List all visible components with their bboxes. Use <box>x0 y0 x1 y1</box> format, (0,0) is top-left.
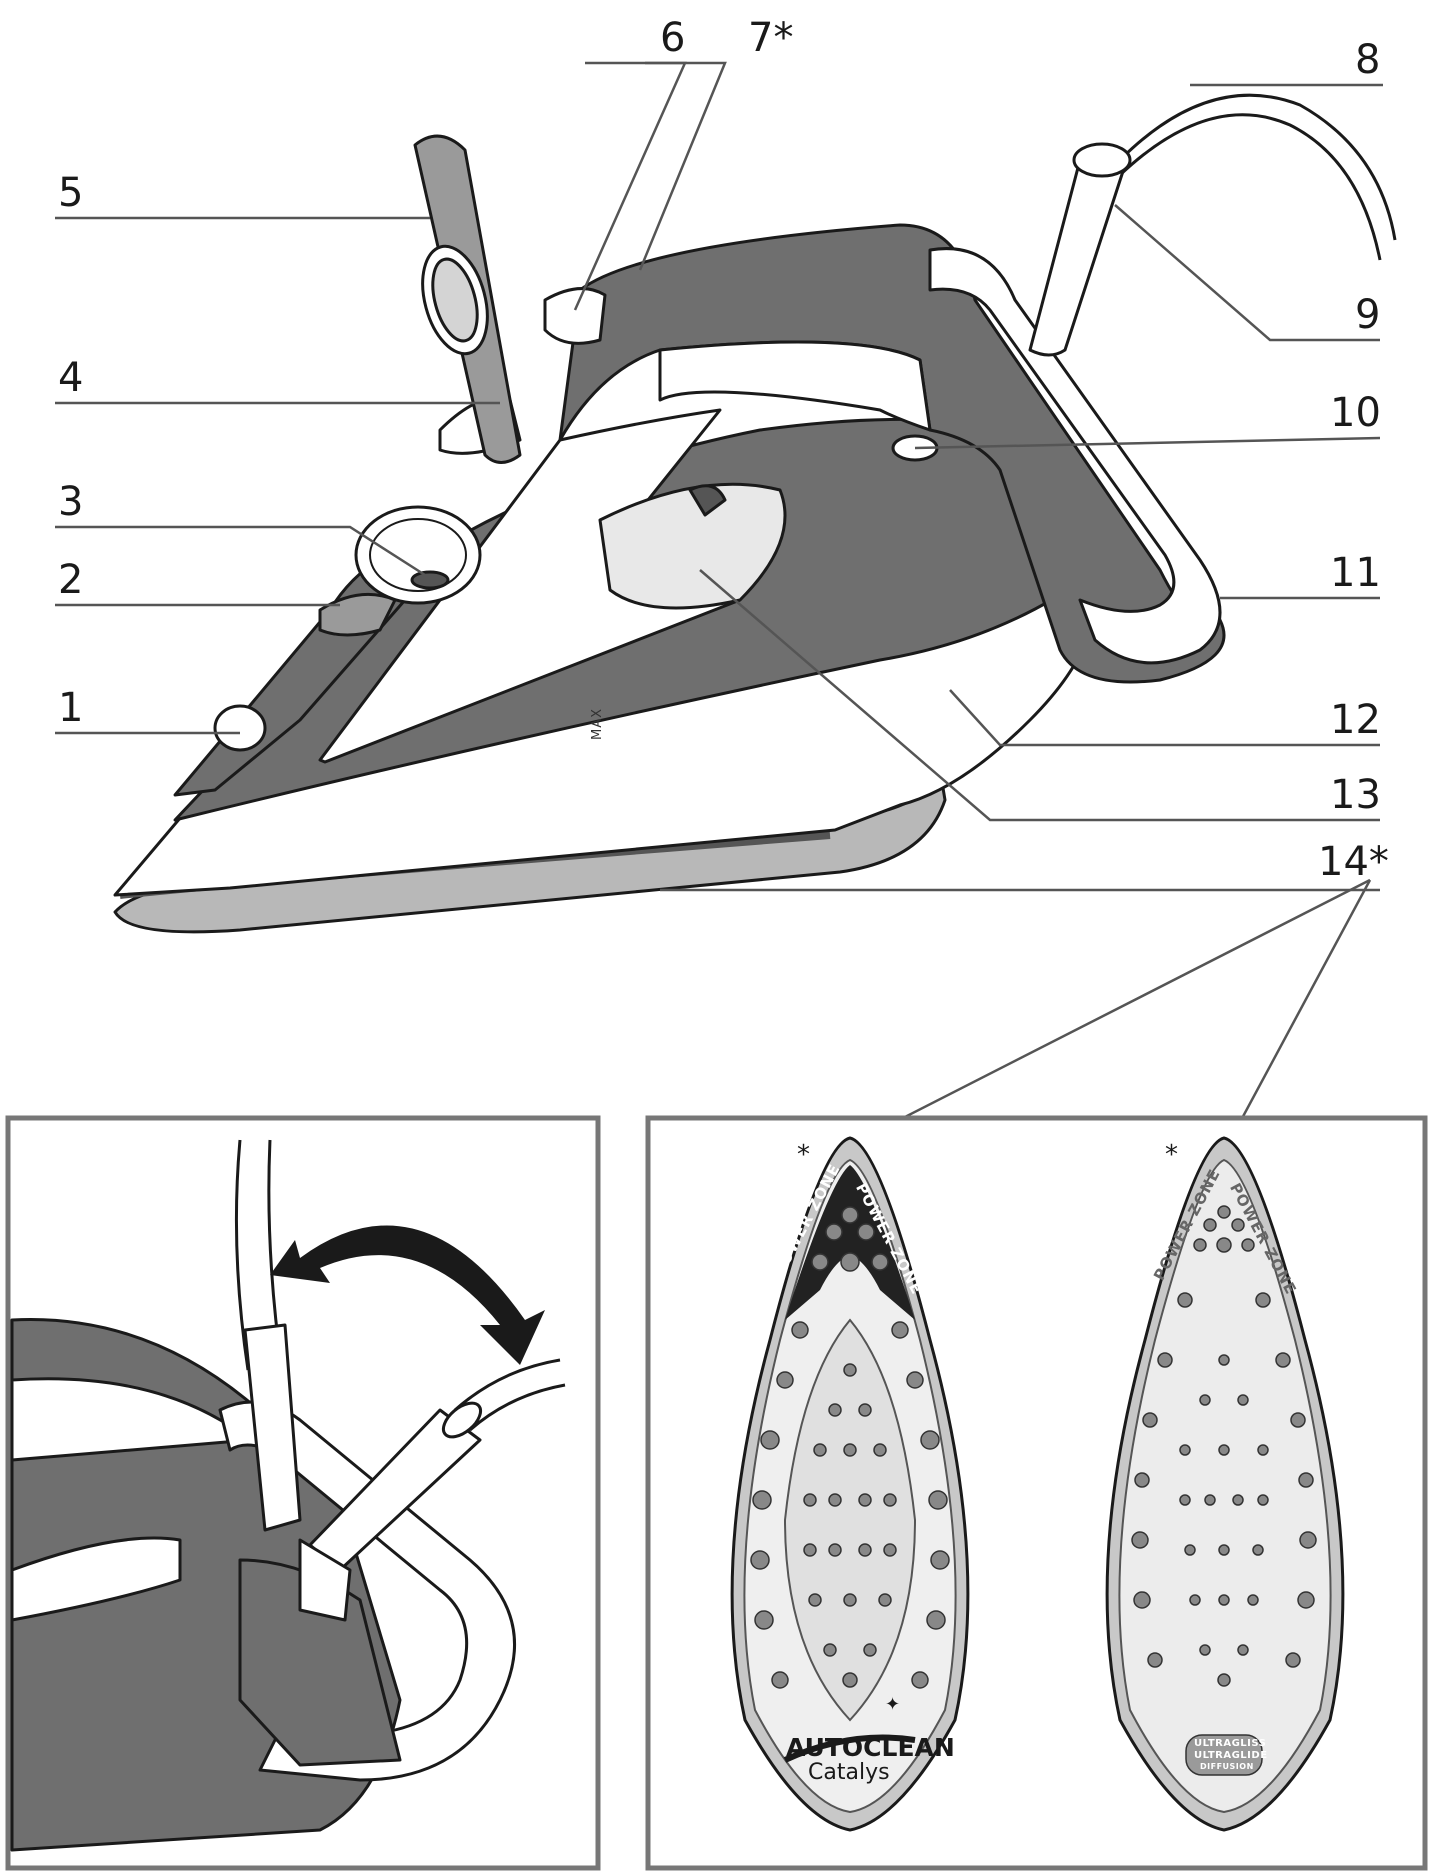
power-cord <box>1118 93 1397 241</box>
leader-7 <box>638 61 727 271</box>
leader-9 <box>1114 204 1380 342</box>
callout-lines <box>55 61 1383 1151</box>
callout-2: 2 <box>58 557 84 603</box>
leader-10 <box>914 436 1381 450</box>
callout-14: 14* <box>1318 839 1389 885</box>
ultragliss-label: ULTRAGLISS <box>1194 1738 1267 1749</box>
asterisk-left: * <box>797 1140 810 1170</box>
callout-9: 9 <box>1355 292 1381 338</box>
callout-4: 4 <box>58 355 84 401</box>
callout-6: 6 <box>660 15 686 61</box>
rotate-arrow <box>270 1225 545 1365</box>
diffusion-label: DIFFUSION <box>1200 1762 1254 1771</box>
max-marking: MAX <box>590 707 605 740</box>
callout-13: 13 <box>1330 772 1381 818</box>
leader-13 <box>699 569 1380 822</box>
iron-illustration <box>113 93 1397 934</box>
callout-10: 10 <box>1330 390 1381 436</box>
ultraglide-label: ULTRAGLIDE <box>1194 1750 1268 1761</box>
leader-3 <box>55 525 426 577</box>
callout-11: 11 <box>1330 550 1381 596</box>
temperature-dial <box>598 482 787 610</box>
autoclean-soleplate: ✦ <box>730 1136 970 1832</box>
leader-14-a <box>849 878 1371 1147</box>
soleplate-inset: ✦ <box>645 1115 1428 1871</box>
asterisk-right: * <box>1165 1140 1178 1170</box>
leader-12 <box>949 689 1380 747</box>
autoclean-label: AUTOCLEAN <box>786 1733 955 1762</box>
callout-7: 7* <box>748 15 794 61</box>
leader-14-b <box>1223 879 1372 1151</box>
callout-12: 12 <box>1330 697 1381 743</box>
cord-guard <box>1028 154 1127 357</box>
spray-button <box>213 704 267 752</box>
callout-1: 1 <box>58 685 84 731</box>
svg-text:✦: ✦ <box>885 1694 900 1715</box>
shot-of-steam-button <box>543 287 607 345</box>
callout-3: 3 <box>58 479 84 525</box>
callout-5: 5 <box>58 170 84 216</box>
iron-heel-frame <box>928 247 1222 665</box>
cord-inset <box>5 1115 601 1871</box>
ultragliss-soleplate <box>1105 1136 1345 1832</box>
catalys-label: Catalys <box>808 1760 890 1785</box>
callout-8: 8 <box>1355 37 1381 83</box>
